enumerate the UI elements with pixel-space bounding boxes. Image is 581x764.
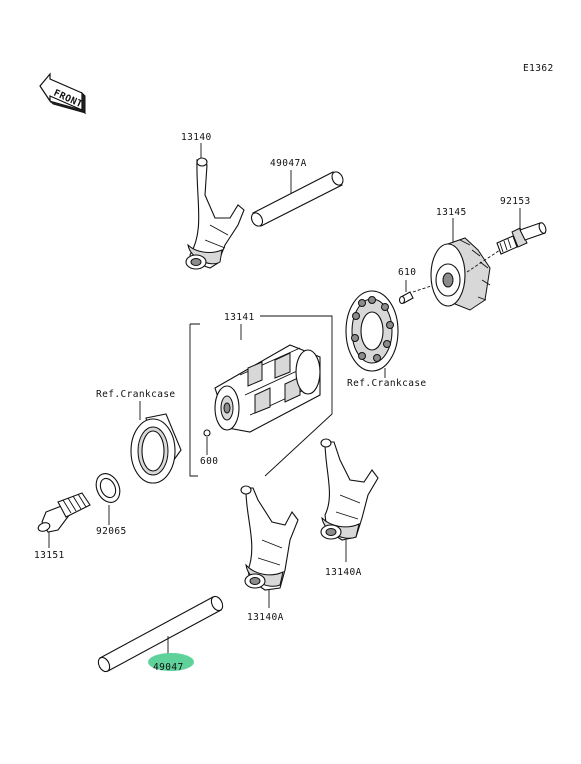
needle-bearing-left[interactable] — [130, 413, 182, 484]
label-13145: 13145 — [436, 207, 467, 218]
stopper-13151[interactable] — [37, 492, 91, 533]
label-92065: 92065 — [96, 526, 127, 537]
label-ref-crankcase-left: Ref.Crankcase — [96, 389, 176, 400]
shift-fork-13140A-left[interactable] — [240, 485, 299, 591]
pin-610[interactable] — [398, 291, 414, 305]
label-49047: 49047 — [153, 662, 184, 673]
shift-fork-13140[interactable] — [185, 157, 245, 270]
front-arrow-icon: FRONT — [39, 72, 87, 115]
label-600: 600 — [200, 456, 218, 467]
shift-cam-13145[interactable] — [430, 237, 491, 311]
label-ref-crankcase-right: Ref.Crankcase — [347, 378, 427, 389]
ball-bearing-right[interactable] — [345, 290, 399, 372]
label-13140: 13140 — [181, 132, 212, 143]
pin-600[interactable] — [203, 429, 211, 437]
diagram-code: E1362 — [523, 63, 554, 74]
shift-drum-13141[interactable] — [214, 344, 321, 433]
label-92153: 92153 — [500, 196, 531, 207]
bolt-92153[interactable] — [496, 222, 547, 255]
shift-rod-49047A[interactable] — [249, 170, 345, 228]
label-13140A-right: 13140A — [325, 567, 362, 578]
washer-92065[interactable] — [92, 470, 125, 506]
highlight-marker — [148, 653, 194, 671]
label-49047A: 49047A — [270, 158, 307, 169]
label-13151: 13151 — [34, 550, 65, 561]
label-610: 610 — [398, 267, 416, 278]
shift-fork-13140A-right[interactable] — [320, 438, 379, 541]
label-13141: 13141 — [224, 312, 255, 323]
label-13140A-left: 13140A — [247, 612, 284, 623]
shift-rod-49047[interactable] — [96, 595, 225, 674]
